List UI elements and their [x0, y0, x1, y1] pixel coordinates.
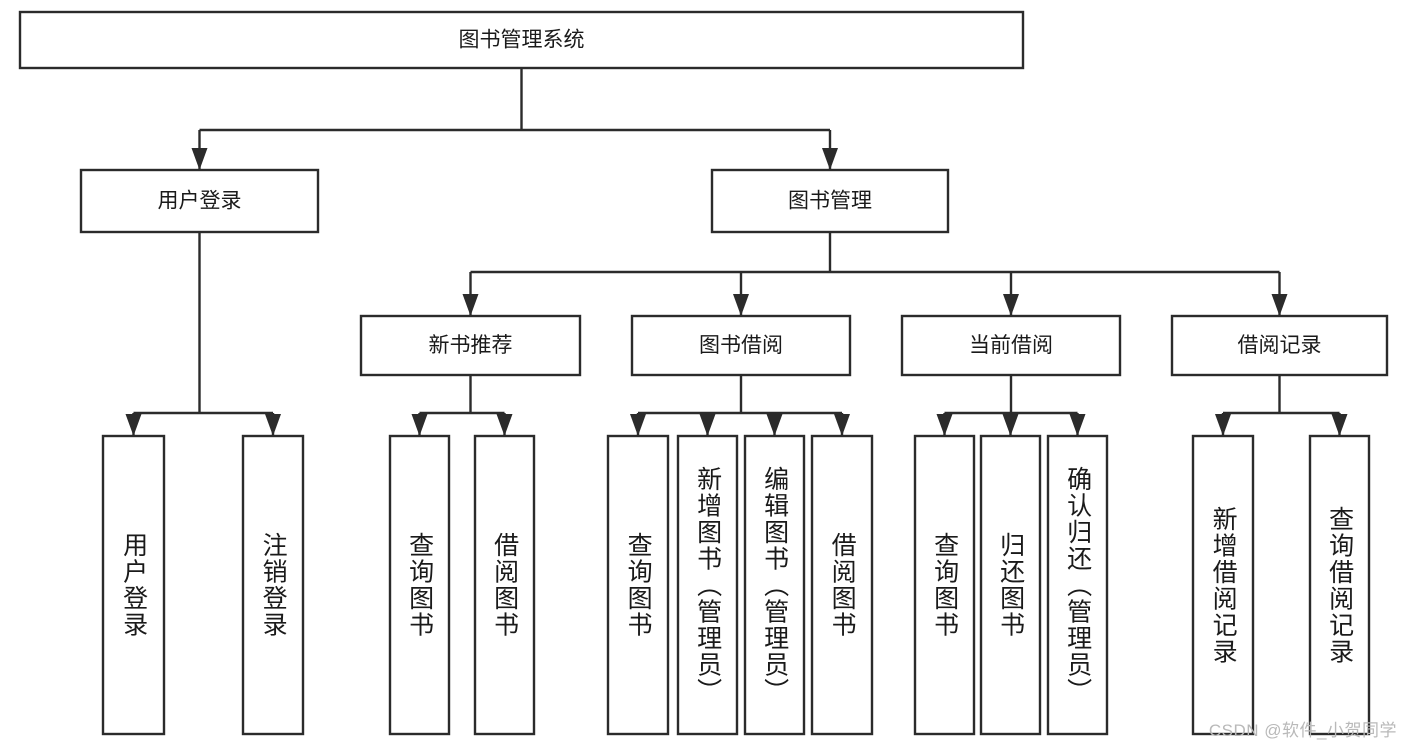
node-box-user-login[interactable]: [79, 168, 320, 234]
node-label-current-borrow: 当前借阅: [969, 334, 1053, 357]
node-box-leaf-user-login[interactable]: [101, 434, 166, 736]
arrow-head-icon: [462, 294, 479, 316]
node-label-book-manage: 图书管理: [788, 190, 872, 213]
node-box-leaf-confirm-return[interactable]: [1046, 434, 1109, 736]
arrow-head-icon: [1069, 414, 1086, 436]
node-box-leaf-borrow-book-2[interactable]: [810, 434, 874, 736]
node-box-book-manage[interactable]: [710, 168, 950, 234]
arrow-head-icon: [1003, 294, 1019, 316]
arrow-head-icon: [496, 414, 513, 436]
node-box-leaf-borrow-book-1[interactable]: [473, 434, 536, 736]
arrow-head-icon: [1002, 414, 1019, 436]
arrow-head-icon: [1215, 414, 1231, 436]
node-label-book-borrow: 图书借阅: [699, 334, 783, 357]
arrow-head-icon: [265, 414, 281, 436]
arrow-head-icon: [125, 414, 142, 436]
node-box-leaf-return-book[interactable]: [979, 434, 1042, 736]
edges-layer: [125, 68, 1348, 436]
node-box-leaf-add-book[interactable]: [676, 434, 739, 736]
node-box-root[interactable]: [18, 10, 1025, 70]
arrow-head-icon: [699, 414, 716, 436]
node-box-borrow-record[interactable]: [1170, 314, 1389, 377]
node-label-new-book-rec: 新书推荐: [429, 334, 513, 357]
node-box-leaf-query-book-2[interactable]: [606, 434, 670, 736]
csdn-watermark: CSDN @软件_小贺同学: [1208, 721, 1397, 740]
node-label-root: 图书管理系统: [459, 29, 585, 52]
node-box-current-borrow[interactable]: [900, 314, 1122, 377]
arrow-head-icon: [733, 294, 749, 316]
node-box-leaf-add-record[interactable]: [1191, 434, 1255, 736]
arrow-head-icon: [1271, 294, 1288, 316]
node-box-leaf-query-book-3[interactable]: [913, 434, 976, 736]
node-box-book-borrow[interactable]: [630, 314, 852, 377]
node-box-leaf-logout[interactable]: [241, 434, 305, 736]
node-box-new-book-rec[interactable]: [359, 314, 582, 377]
arrow-head-icon: [191, 148, 208, 170]
arrow-head-icon: [766, 414, 783, 436]
arrow-head-icon: [834, 414, 850, 436]
arrow-head-icon: [630, 414, 646, 436]
node-box-leaf-edit-book[interactable]: [743, 434, 806, 736]
node-label-borrow-record: 借阅记录: [1238, 334, 1322, 357]
node-box-leaf-query-record[interactable]: [1308, 434, 1371, 736]
node-label-user-login: 用户登录: [158, 190, 242, 213]
arrow-head-icon: [411, 414, 428, 436]
node-box-leaf-query-book-1[interactable]: [388, 434, 451, 736]
arrow-head-icon: [936, 414, 953, 436]
arrow-head-icon: [1331, 414, 1348, 436]
boxes-layer: [18, 10, 1389, 736]
arrow-head-icon: [822, 148, 838, 170]
